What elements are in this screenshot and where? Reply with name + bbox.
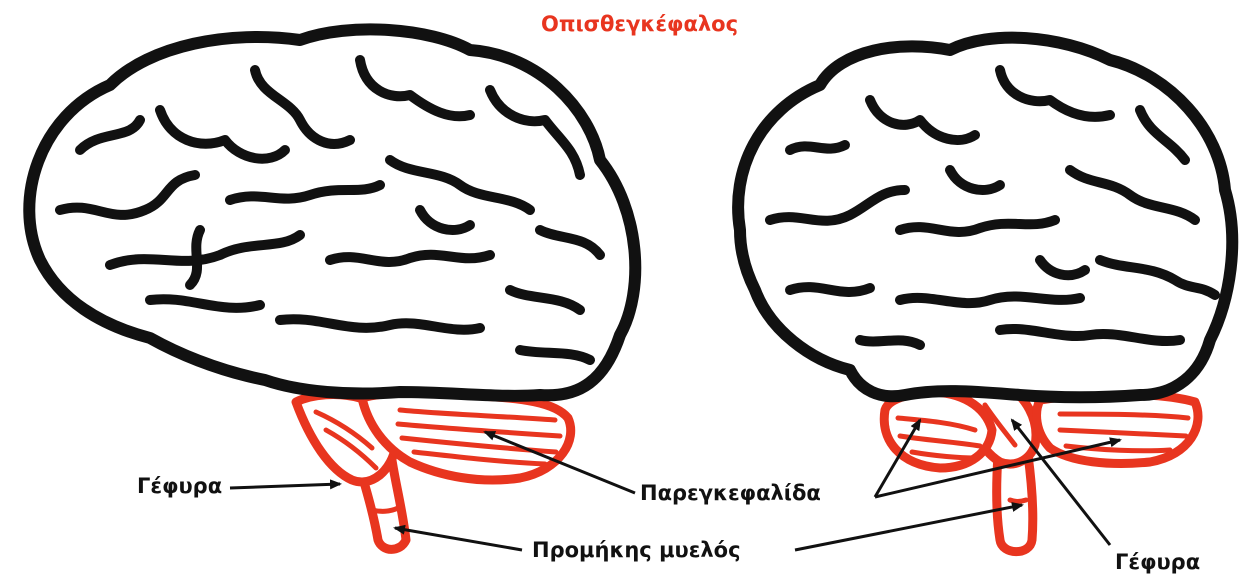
arrow-medulla-left (395, 528, 522, 550)
left-brain (29, 29, 635, 549)
label-cerebellum: Παρεγκεφαλίδα (640, 481, 821, 505)
right-hindbrain (884, 378, 1198, 552)
arrow-medulla-right (795, 505, 1022, 550)
diagram-title: Οπισθεγκέφαλος (541, 12, 738, 36)
label-medulla: Προμήκης μυελός (532, 538, 741, 562)
arrow-pons-left (230, 484, 340, 488)
label-pons-left: Γέφυρα (137, 474, 222, 498)
label-pons-right: Γέφυρα (1115, 550, 1200, 574)
right-brain (738, 38, 1232, 552)
